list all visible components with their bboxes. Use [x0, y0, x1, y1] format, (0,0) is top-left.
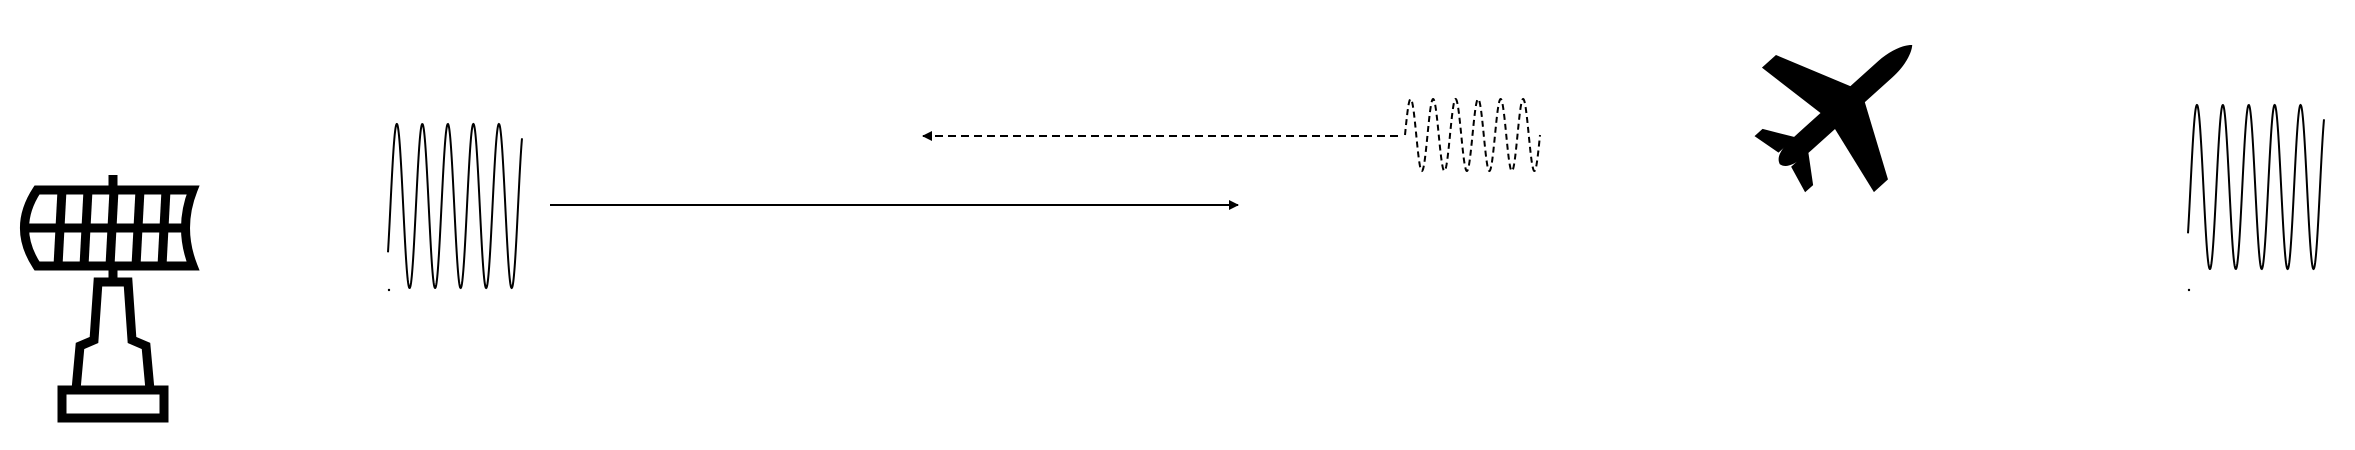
incident-wave-dot — [2187, 288, 2191, 292]
airplane-icon — [1754, 44, 1913, 193]
radar-antenna-icon — [20, 175, 200, 423]
transmitted-wave — [387, 122, 523, 290]
incident-wave — [2187, 103, 2325, 271]
echo-wave — [1404, 97, 1541, 173]
transmitted-wave-dot — [387, 288, 391, 292]
